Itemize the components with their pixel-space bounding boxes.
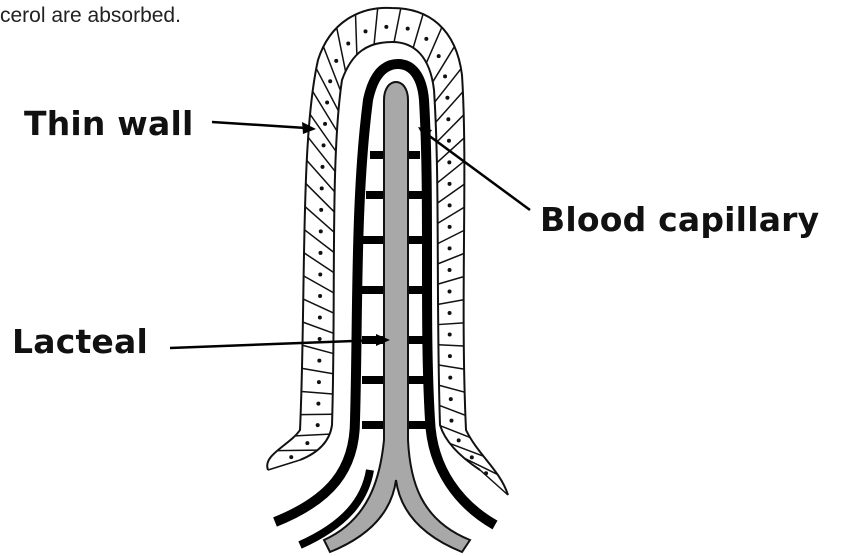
cell-nucleus	[448, 225, 452, 229]
cell-nucleus	[318, 272, 322, 276]
cell-nucleus	[437, 54, 441, 58]
cell-nucleus	[448, 246, 452, 250]
cell-nucleus	[305, 441, 309, 445]
cell-nucleus	[318, 337, 322, 341]
cell-divider	[374, 8, 378, 44]
cell-nucleus	[384, 25, 388, 29]
cell-divider	[268, 460, 300, 470]
cell-nucleus	[446, 117, 450, 121]
cell-divider	[439, 385, 465, 392]
cell-divider	[303, 322, 334, 333]
cell-divider	[304, 276, 334, 293]
pointer-lines	[170, 122, 530, 348]
cell-divider	[304, 253, 334, 273]
blood-capillary-pointer	[424, 132, 530, 210]
cell-nucleus	[319, 208, 323, 212]
cell-divider	[438, 253, 464, 263]
cell-nucleus	[316, 423, 320, 427]
cell-nucleus	[318, 316, 322, 320]
cell-divider	[480, 470, 508, 495]
cell-nucleus	[318, 294, 322, 298]
cell-divider	[323, 47, 340, 91]
cell-divider	[438, 277, 464, 284]
cell-nucleus	[448, 268, 452, 272]
cell-divider	[303, 345, 334, 353]
cell-nucleus	[424, 37, 428, 41]
cell-divider	[295, 434, 330, 436]
cell-nucleus	[346, 42, 350, 46]
cell-divider	[303, 299, 333, 313]
cell-nucleus	[448, 354, 452, 358]
cell-nucleus	[445, 96, 449, 100]
cell-nucleus	[289, 455, 293, 459]
cell-nucleus	[457, 438, 461, 442]
cell-nucleus	[328, 79, 332, 83]
blood-capillary-label: Blood capillary	[540, 200, 819, 239]
cell-divider	[438, 207, 465, 223]
cell-divider	[302, 368, 333, 373]
cell-nucleus	[449, 419, 453, 423]
cell-divider	[277, 450, 317, 451]
cell-divider	[439, 405, 465, 415]
cell-nucleus	[448, 376, 452, 380]
cell-divider	[438, 345, 463, 346]
cell-nucleus	[448, 311, 452, 315]
cell-nucleus	[316, 402, 320, 406]
cell-nucleus	[334, 59, 338, 63]
cell-nucleus	[318, 251, 322, 255]
cell-nucleus	[322, 143, 326, 147]
cell-nucleus	[447, 160, 451, 164]
cell-nucleus	[319, 229, 323, 233]
cell-nucleus	[448, 182, 452, 186]
cell-nucleus	[323, 122, 327, 126]
cell-nucleus	[406, 27, 410, 31]
cell-nucleus	[317, 359, 321, 363]
cell-divider	[438, 230, 464, 243]
cell-nucleus	[321, 165, 325, 169]
cell-nucleus	[447, 139, 451, 143]
cell-nucleus	[320, 186, 324, 190]
cell-divider	[304, 230, 333, 253]
cell-divider	[356, 15, 357, 55]
cell-divider	[301, 391, 332, 394]
cell-nucleus	[449, 397, 453, 401]
cell-nucleus	[443, 74, 447, 78]
cell-nucleus	[470, 455, 474, 459]
thin-wall-label: Thin wall	[24, 104, 193, 143]
lacteal-label: Lacteal	[12, 322, 148, 361]
cell-nucleus	[364, 29, 368, 33]
cell-divider	[394, 8, 401, 42]
cell-divider	[439, 365, 464, 369]
cell-divider	[438, 323, 463, 325]
cell-nucleus	[448, 333, 452, 337]
cell-nucleus	[448, 289, 452, 293]
cell-divider	[337, 28, 346, 72]
cell-divider	[437, 184, 464, 203]
cell-divider	[413, 14, 423, 48]
cell-divider	[438, 300, 464, 305]
cell-nucleus	[325, 100, 329, 104]
cell-nucleus	[317, 380, 321, 384]
thin-wall-pointer	[212, 122, 306, 128]
cell-nucleus	[448, 203, 452, 207]
cell-divider	[437, 161, 464, 183]
lacteal-pointer	[170, 340, 380, 348]
